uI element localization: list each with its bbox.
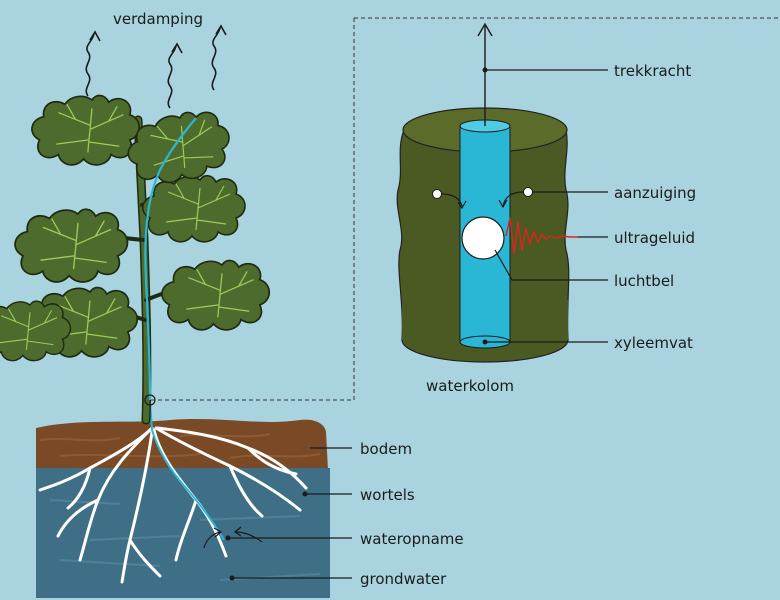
label-air-bubble: luchtbel: [614, 272, 674, 290]
label-pull-force: trekkracht: [614, 62, 691, 80]
leaf: [143, 176, 245, 242]
label-ultrasound: ultrageluid: [614, 229, 695, 247]
soil-layer: [36, 419, 328, 470]
leaf: [32, 96, 139, 165]
air-bubble: [462, 217, 504, 259]
label-xylem-vessel: xyleemvat: [614, 334, 693, 352]
label-soil: bodem: [360, 440, 412, 458]
leaf: [0, 301, 70, 360]
label-water-uptake: wateropname: [360, 530, 464, 548]
suction-dot-right: [524, 188, 533, 197]
leaf: [162, 261, 269, 330]
leaf: [15, 209, 127, 282]
label-evaporation: verdamping: [113, 10, 203, 28]
label-groundwater: grondwater: [360, 570, 447, 588]
label-water-column: waterkolom: [426, 377, 514, 395]
label-roots: wortels: [360, 486, 415, 504]
label-suction: aanzuiging: [614, 184, 696, 202]
suction-dot-left: [433, 190, 442, 199]
